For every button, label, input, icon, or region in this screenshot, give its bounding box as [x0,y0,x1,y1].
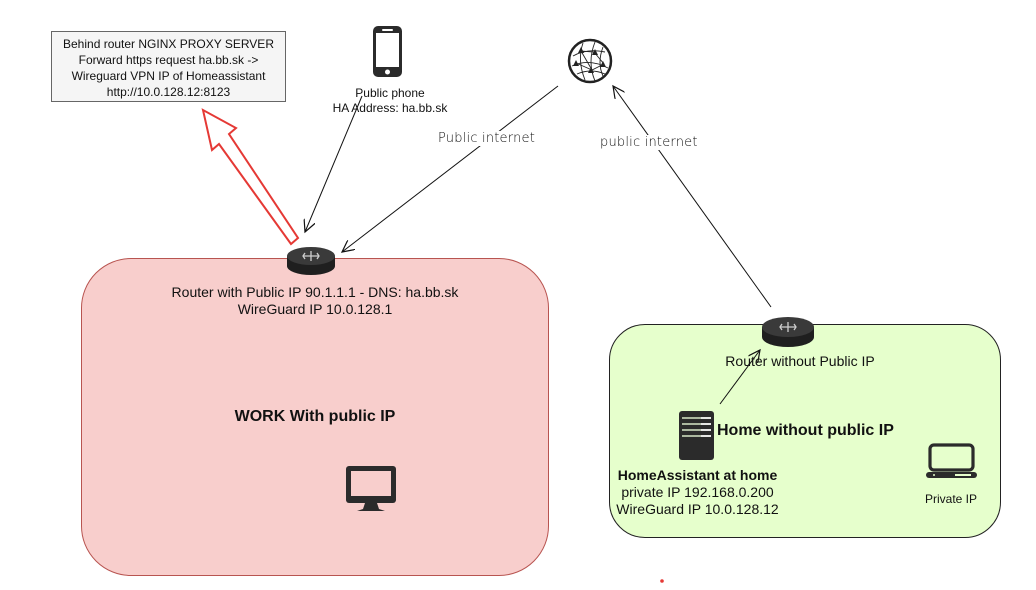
phone-label-line2: HA Address: ha.bb.sk [332,101,448,115]
proxy-line-2: Forward https request ha.bb.sk -> [78,53,259,67]
laptop-pc-icon[interactable] [926,443,977,479]
ha-label-wireguard-ip: WireGuard IP 10.0.128.12 [616,501,779,517]
ha-label-private-ip: private IP 192.168.0.200 [621,484,774,500]
edge-label-public-internet-right: public internet [600,135,698,150]
ha-label-title: HomeAssistant at home [617,467,778,483]
phone-label: Public phone HA Address: ha.bb.sk [310,86,470,116]
home-router-label: Router without Public IP [725,353,875,369]
work-router-label: Router with Public IP 90.1.1.1 - DNS: ha… [150,284,480,318]
home-router-icon[interactable] [761,316,815,348]
pc-label: Private IP [924,492,978,506]
work-zone-title: WORK With public IP [234,408,396,425]
smartphone-icon[interactable] [372,25,403,78]
proxy-server-box[interactable]: Behind router NGINX PROXY SERVER Forward… [51,31,286,102]
edge-ha-to-home-router[interactable] [719,350,760,405]
phone-label-line1: Public phone [355,86,425,100]
proxy-line-1: Behind router NGINX PROXY SERVER [63,37,274,51]
edge-phone-to-work-router[interactable] [305,95,363,232]
globe-network-icon[interactable] [567,38,613,84]
edge-internet-to-work-router[interactable] [342,85,559,252]
work-router-label-line2: WireGuard IP 10.0.128.1 [237,301,393,317]
edge-label-public-internet-left: Public internet [438,131,536,146]
proxy-line-3: Wireguard VPN IP of Homeassistant [71,69,266,83]
work-router-icon[interactable] [286,246,336,276]
work-router-label-line1: Router with Public IP 90.1.1.1 - DNS: ha… [171,284,459,300]
proxy-line-4: http://10.0.128.12:8123 [106,85,231,99]
home-zone-title: Home without public IP [717,422,894,439]
server-icon[interactable] [679,411,714,460]
red-dot-marker [660,579,664,583]
proxy-forward-arrow[interactable] [201,108,300,246]
desktop-monitor-icon[interactable] [345,465,397,515]
ha-label: HomeAssistant at home private IP 192.168… [605,467,790,518]
work-zone[interactable] [81,258,549,576]
home-zone[interactable] [609,324,1001,538]
edge-home-router-to-internet[interactable] [613,86,772,308]
